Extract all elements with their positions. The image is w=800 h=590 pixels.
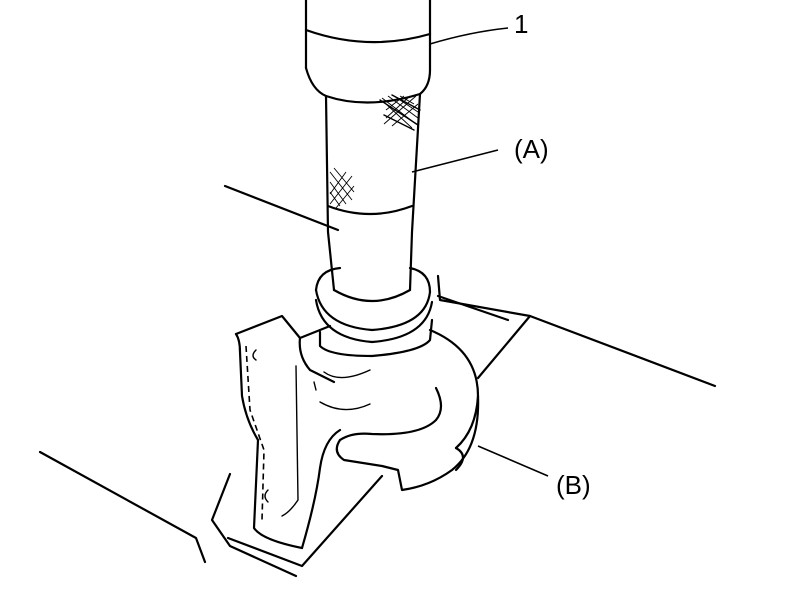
- leader-a: [411, 149, 499, 173]
- handle-tool: [304, 0, 432, 104]
- hatch-upper: [381, 95, 419, 129]
- label-1: 1: [514, 9, 528, 39]
- base-plate: [38, 184, 717, 578]
- label-a: (A): [514, 134, 549, 164]
- shaft-a: [324, 92, 422, 303]
- hatch-lower: [329, 167, 355, 209]
- label-b: (B): [556, 470, 591, 500]
- bracket-b: [234, 314, 480, 550]
- leader-1: [429, 27, 509, 45]
- collar: [314, 266, 434, 358]
- leader-b: [477, 445, 549, 477]
- leader-lines: [411, 27, 549, 477]
